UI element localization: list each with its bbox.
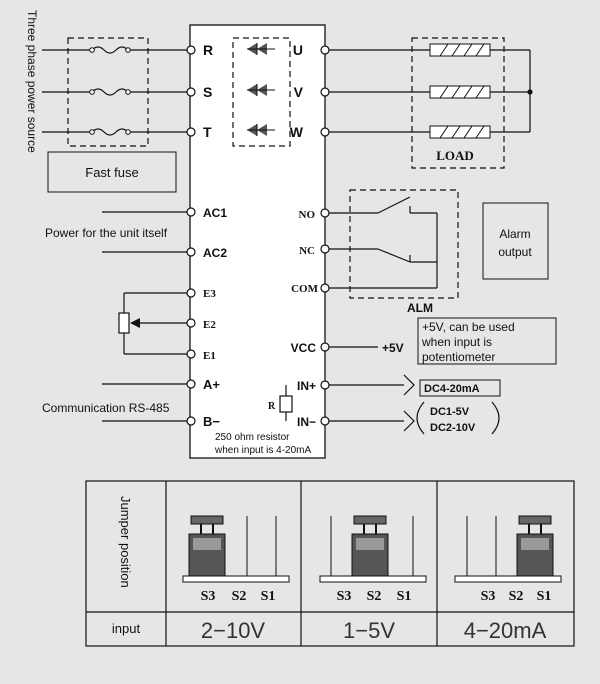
terminal-NC: NC: [299, 245, 315, 257]
bracket-close: [491, 401, 500, 435]
resistor-R-label: R: [268, 401, 276, 412]
note-5v-line2: when input is: [421, 335, 492, 349]
thyristor-icon-1: [247, 43, 275, 55]
terminals-rst: [186, 45, 196, 137]
resistor-note-line2: when input is 4-20mA: [214, 445, 311, 456]
plus5v-label: +5V: [382, 341, 404, 355]
jumper-cap-icon: [516, 515, 554, 577]
terminals-relay: [320, 208, 330, 293]
rs485-wires: [102, 383, 187, 422]
dc-4-20-box: [419, 379, 501, 397]
phase-lines: [42, 46, 187, 136]
load-wires: [329, 49, 531, 133]
input-value-3: 4−20mA: [464, 618, 547, 643]
controller-body: [189, 24, 326, 459]
switch-label-2-2: S2: [367, 589, 382, 604]
note-5v-line3: potentiometer: [422, 350, 495, 364]
jumper-cap-icon: [351, 515, 389, 577]
wiper-arrow-icon: [130, 318, 140, 328]
jumper-table: [85, 480, 575, 647]
switch-label-3-1: S3: [481, 589, 496, 604]
dc-1-5-label: DC1-5V: [430, 406, 470, 418]
fuse-icons: [89, 47, 131, 135]
jumper-cell-2: [319, 515, 427, 583]
terminal-AC2: AC2: [203, 246, 227, 260]
terminal-W: W: [290, 124, 304, 140]
alm-box: [349, 189, 459, 299]
jumper-cell-3: [454, 515, 562, 583]
potentiometer-wires: [123, 292, 187, 355]
unit-power-wires: [102, 211, 187, 253]
terminals-e: [186, 288, 196, 359]
input-value-1: 2−10V: [201, 618, 266, 643]
terminal-E3: E3: [203, 288, 216, 300]
terminal-B: B−: [203, 414, 220, 429]
input-arrow-plus: [403, 374, 415, 396]
potentiometer-icon: [118, 312, 130, 334]
power-source-label: Three phase power source: [25, 10, 39, 153]
switch-label-2-1: S3: [337, 589, 352, 604]
input-arrow-minus: [403, 410, 415, 432]
resistor-note-line1: 250 ohm resistor: [215, 432, 290, 443]
communication-label: Communication RS-485: [42, 401, 170, 415]
dc-4-20-label: DC4-20mA: [424, 383, 480, 395]
star-point: [527, 89, 533, 95]
terminal-A: A+: [203, 377, 220, 392]
alarm-output-line1: Alarm: [499, 227, 530, 241]
input-header: input: [112, 621, 141, 636]
switch-label-1-2: S2: [232, 589, 247, 604]
alm-label: ALM: [407, 301, 433, 315]
relay-contacts: [329, 196, 438, 289]
terminal-VCC: VCC: [291, 341, 317, 355]
terminal-NO: NO: [299, 209, 316, 221]
dc-2-10-label: DC2-10V: [430, 422, 476, 434]
terminals-ac: [186, 207, 196, 257]
jumper-cap-icon: [188, 515, 226, 577]
terminal-COM: COM: [291, 283, 319, 295]
fast-fuse-label: Fast fuse: [85, 165, 138, 180]
terminal-vcc-dot: [320, 342, 330, 352]
terminals-uvw: [320, 45, 330, 137]
bracket-open: [416, 401, 425, 435]
switch-label-3-3: S1: [537, 589, 552, 604]
thyristor-icon-2: [247, 84, 275, 96]
terminal-IN-minus: IN−: [297, 415, 316, 429]
fast-fuse-box: [47, 151, 177, 193]
terminal-AC1: AC1: [203, 206, 227, 220]
load-label: LOAD: [436, 148, 474, 163]
switch-label-3-2: S2: [509, 589, 524, 604]
thyristor-icon-3: [247, 124, 275, 136]
load-box: [411, 37, 505, 169]
load-resistor-icons: [429, 43, 491, 139]
terminal-V: V: [294, 84, 304, 100]
terminal-R: R: [203, 42, 213, 58]
switch-label-1-1: S3: [201, 589, 216, 604]
switch-label-1-3: S1: [261, 589, 276, 604]
terminal-IN-plus: IN+: [297, 379, 316, 393]
terminals-in: [320, 380, 330, 426]
terminal-T: T: [203, 124, 212, 140]
note-5v-box: [417, 317, 557, 365]
alarm-output-line2: output: [498, 245, 532, 259]
resistor-icon: [279, 395, 293, 413]
terminal-S: S: [203, 84, 212, 100]
input-value-2: 1−5V: [343, 618, 395, 643]
terminal-U: U: [293, 42, 303, 58]
jumper-position-header: Jumper position: [118, 496, 133, 588]
terminal-E2: E2: [203, 319, 216, 331]
power-unit-label: Power for the unit itself: [45, 226, 168, 240]
jumper-cell-1: [182, 515, 290, 583]
switch-label-2-3: S1: [397, 589, 412, 604]
note-5v-line1: +5V, can be used: [422, 320, 515, 334]
alarm-output-box: [482, 202, 549, 280]
thyristor-box: [232, 37, 291, 147]
terminals-ab: [186, 379, 196, 426]
terminal-E1: E1: [203, 350, 216, 362]
